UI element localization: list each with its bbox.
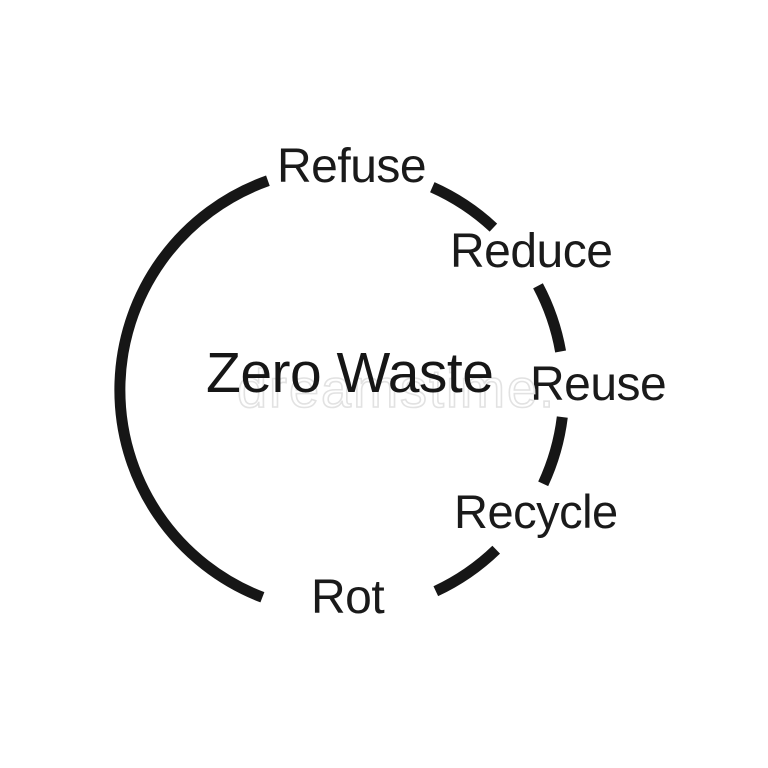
center-label: Zero Waste xyxy=(206,341,494,405)
circle-arc-segment xyxy=(433,545,501,597)
circle-arc-segment xyxy=(114,175,270,603)
step-label-reuse: Reuse xyxy=(530,358,667,411)
watermark-text: dreamstime. xyxy=(236,359,557,419)
step-label-rot: Rot xyxy=(311,571,385,624)
step-label-reduce: Reduce xyxy=(450,225,613,278)
circle-arc-segments xyxy=(114,175,568,603)
circle-arc-segment xyxy=(538,416,568,487)
circle-arc-segment xyxy=(533,283,567,353)
circle-arc-segment xyxy=(429,182,498,232)
step-label-refuse: Refuse xyxy=(277,140,427,193)
step-label-recycle: Recycle xyxy=(454,485,618,538)
